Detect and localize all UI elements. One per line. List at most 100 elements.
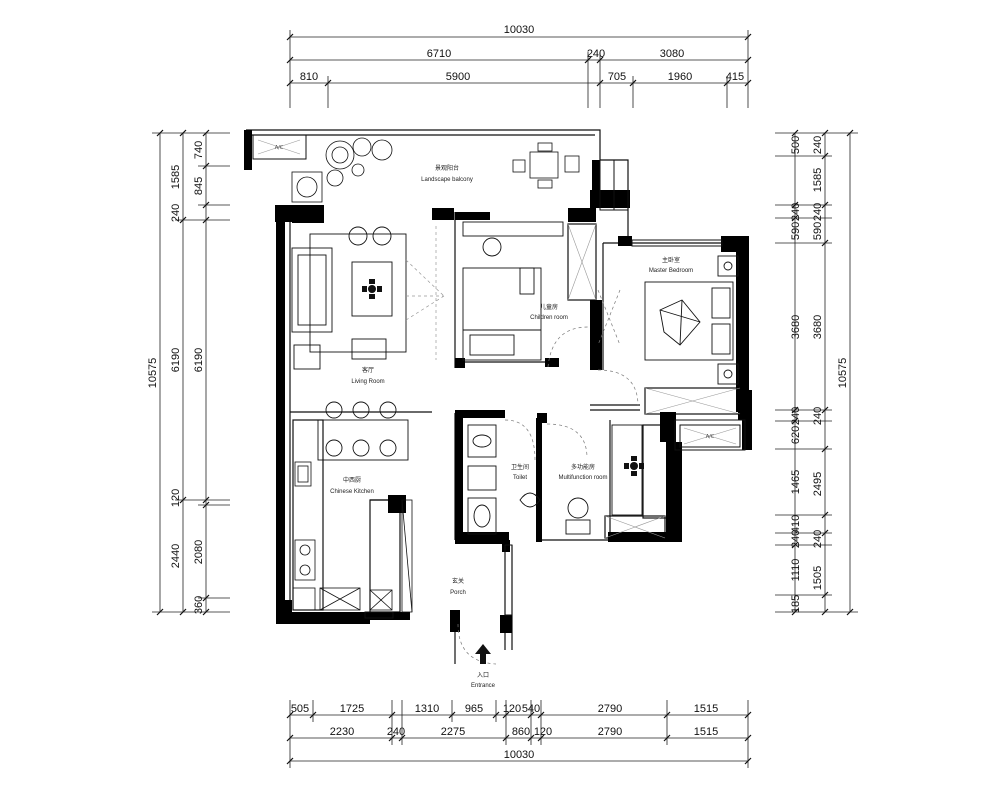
- dimension-ticks: [156, 33, 854, 765]
- master-wardrobe: [644, 387, 741, 415]
- label-living-en: Living Room: [351, 379, 384, 385]
- dim-right-r3-f: 240: [790, 407, 802, 425]
- dim-bot-r1-b: 1725: [340, 703, 364, 715]
- fridge-icon: [292, 587, 393, 611]
- multi-ornament-icon: [624, 456, 644, 476]
- dim-bot-r1-h: 1515: [694, 703, 718, 715]
- dim-right-r3-d: 240: [790, 203, 802, 221]
- dim-bot-r1-g: 2790: [598, 703, 622, 715]
- kids-desk-icon: [462, 221, 564, 257]
- label-multi-cn: 多功能房: [571, 463, 595, 471]
- dim-left-r3-e: 6190: [193, 348, 205, 372]
- label-balcony-en: Landscape balcony: [421, 177, 473, 183]
- dim-left-r3-g: 2080: [193, 540, 205, 564]
- label-toilet-cn: 卫生间: [511, 463, 529, 471]
- label-kitchen-cn: 中西厨: [343, 476, 361, 484]
- dining-table-icon: [317, 401, 409, 461]
- label-children-cn: 儿童房: [540, 303, 558, 311]
- wardrobe-kids: [567, 223, 597, 301]
- dim-right-r3-i: 410: [790, 515, 802, 533]
- tv-cabinet: [405, 226, 445, 360]
- label-living-cn: 客厅: [362, 366, 374, 374]
- dim-right-r2-e: 240: [812, 407, 824, 425]
- dim-left-r2-a: 6190: [170, 348, 182, 372]
- dim-right-r2-g: 240: [812, 530, 824, 548]
- label-multi-en: Multifunction room: [558, 475, 607, 481]
- windows: [364, 159, 746, 619]
- sink-icon: [294, 461, 312, 487]
- dim-right-total: 10575: [837, 358, 849, 389]
- dim-right-r2-a: 1585: [812, 168, 824, 192]
- dim-bot-r2-g: 1515: [694, 726, 718, 738]
- dim-right-r3-h: 1465: [790, 470, 802, 494]
- dim-top-r2-a: 6710: [427, 48, 451, 60]
- ac-label-balcony: A/C: [275, 145, 284, 151]
- kids-bed-icon: [462, 267, 542, 361]
- dim-bot-r1-d: 965: [465, 703, 483, 715]
- dim-top-r3-b: 5900: [446, 71, 470, 83]
- dim-right-r3-l: 185: [790, 595, 802, 613]
- dim-right-r3-b: 240: [812, 136, 824, 154]
- dim-bot-r2-c: 2275: [441, 726, 465, 738]
- label-porch-cn: 玄关: [452, 577, 464, 585]
- dim-top-r3-c: 705: [608, 71, 626, 83]
- dim-left-r3-b: 1585: [170, 165, 182, 189]
- dim-right-r2-b: 240: [812, 203, 824, 221]
- dim-right-r3-a: 500: [790, 136, 802, 154]
- label-balcony-cn: 景观阳台: [435, 164, 459, 172]
- dim-bot-r2-f: 2790: [598, 726, 622, 738]
- label-children-en: Children room: [530, 315, 568, 321]
- ac-unit-master: A/C: [679, 424, 741, 448]
- entrance-arrow-icon: [475, 644, 491, 664]
- dim-top-r3-d: 1960: [668, 71, 692, 83]
- dim-right-r2-h: 1505: [812, 566, 824, 590]
- thin-walls: [246, 129, 746, 664]
- dim-left-r3-d: 240: [170, 204, 182, 222]
- dim-top-total: 10030: [504, 24, 535, 36]
- multi-wardrobe: [604, 515, 666, 539]
- coffee-table-ornament-icon: [362, 279, 382, 299]
- dim-bot-total: 10030: [504, 749, 535, 761]
- label-entrance-en: Entrance: [471, 683, 496, 689]
- dim-bot-r2-e: 120: [534, 726, 552, 738]
- dim-right-r2-c: 590: [812, 222, 824, 240]
- dim-right-r3-e: 3680: [790, 315, 802, 339]
- dim-bot-r1-c: 1310: [415, 703, 439, 715]
- sofa-icon: [291, 226, 407, 370]
- dim-bot-r2-b: 240: [387, 726, 405, 738]
- dim-bot-r1-a: 505: [291, 703, 309, 715]
- dim-left-r2-b: 2440: [170, 544, 182, 568]
- plants-icon: [325, 137, 393, 187]
- label-entrance-cn: 入口: [477, 672, 489, 679]
- toilet-fixtures-icon: [467, 424, 541, 535]
- washing-machine-icon: [291, 171, 323, 203]
- dim-bot-r1-e: 120: [503, 703, 521, 715]
- dim-right-r3-j: 240: [790, 530, 802, 548]
- multi-desk-icon: [565, 424, 643, 535]
- dim-top-r3-a: 810: [300, 71, 318, 83]
- dim-top-r2-c: 3080: [660, 48, 684, 60]
- dim-bot-r1-f: 540: [522, 703, 540, 715]
- cabinet-icon: [401, 499, 413, 613]
- dim-right-r2-d: 3680: [812, 315, 824, 339]
- label-toilet-en: Toilet: [513, 475, 527, 481]
- dim-right-r3-c: 590: [790, 222, 802, 240]
- dim-right-r3-g: 620: [790, 426, 802, 444]
- stove-icon: [294, 539, 316, 581]
- dim-right-r2-f: 2495: [812, 472, 824, 496]
- ac-label-master: A/C: [706, 434, 715, 440]
- dim-bot-r2-d: 860: [512, 726, 530, 738]
- dim-left-r3-h: 360: [193, 596, 205, 614]
- dim-left-r3-f: 120: [170, 489, 182, 507]
- dim-left-total: 10575: [147, 358, 159, 389]
- label-master-cn: 主卧室: [662, 256, 680, 264]
- master-bed-icon: [644, 255, 739, 385]
- dim-bot-r2-a: 2230: [330, 726, 354, 738]
- label-kitchen-en: Chinese Kitchen: [330, 489, 374, 495]
- label-porch-en: Porch: [450, 590, 466, 596]
- dim-top-r3-e: 415: [726, 71, 744, 83]
- balcony-table-icon: [512, 142, 580, 189]
- dimension-lines: [152, 30, 858, 768]
- dim-left-r3-c: 845: [193, 177, 205, 195]
